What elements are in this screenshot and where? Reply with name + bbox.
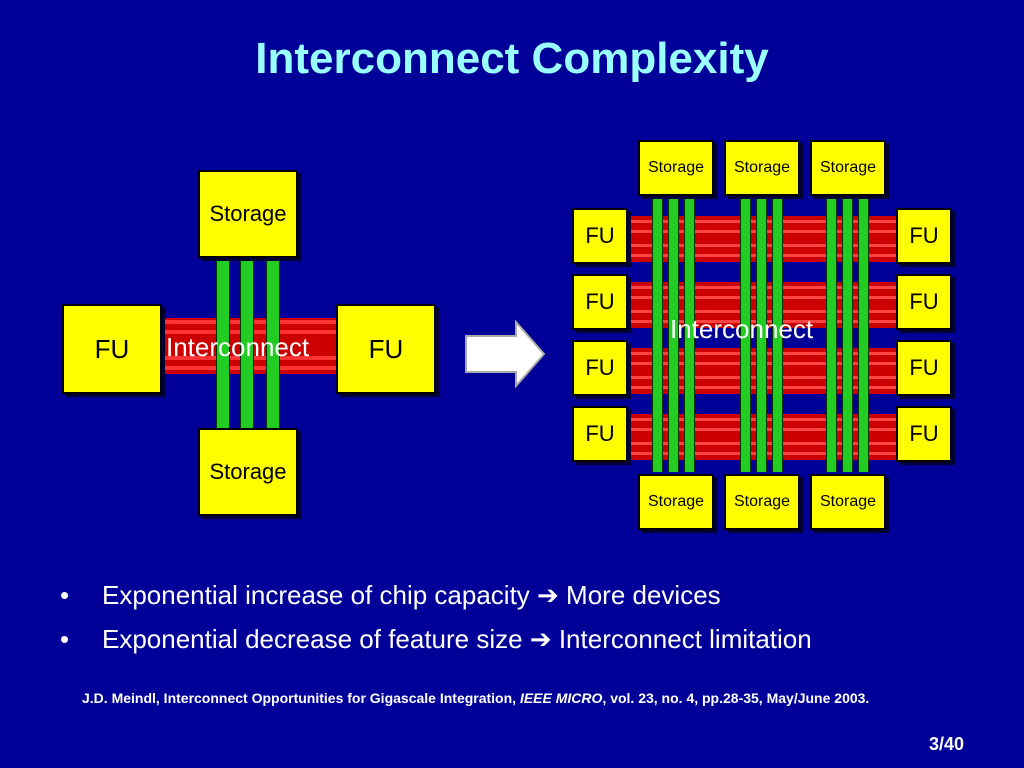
wire <box>842 196 853 472</box>
arrow-right-icon <box>465 320 546 388</box>
citation-suffix: , vol. 23, no. 4, pp.28-35, May/June 200… <box>602 690 870 706</box>
page-number: 3/40 <box>928 734 964 754</box>
wire <box>858 196 869 472</box>
storage-box: Storage <box>198 170 298 258</box>
storage-box: Storage <box>638 474 714 530</box>
wire <box>240 256 254 432</box>
list-item: • Exponential increase of chip capacity … <box>60 576 812 620</box>
citation-journal: IEEE MICRO <box>519 690 603 706</box>
slide-title: Interconnect Complexity <box>255 34 769 83</box>
bullet-text: Exponential decrease of feature size ➔ I… <box>102 624 812 654</box>
storage-box: Storage <box>198 428 298 516</box>
fu-box: FU <box>896 340 952 396</box>
bullet-marker: • <box>60 580 70 610</box>
fu-box: FU <box>572 406 628 462</box>
wire <box>266 256 280 432</box>
interconnect-label: Interconnect <box>670 314 814 344</box>
bullet-marker: • <box>60 624 70 654</box>
fu-box: FU <box>572 340 628 396</box>
wire <box>668 196 679 472</box>
fu-box: FU <box>336 304 436 394</box>
interconnect-label: Interconnect <box>166 332 310 362</box>
wire <box>216 256 230 432</box>
storage-box: Storage <box>810 474 886 530</box>
wire <box>684 196 695 472</box>
bullet-text: Exponential increase of chip capacity ➔ … <box>102 580 721 610</box>
storage-box: Storage <box>724 140 800 196</box>
wire <box>652 196 663 472</box>
list-item: • Exponential decrease of feature size ➔… <box>60 620 812 664</box>
fu-box: FU <box>572 208 628 264</box>
wire <box>772 196 783 472</box>
citation-prefix: J.D. Meindl, Interconnect Opportunities … <box>82 690 520 706</box>
fu-box: FU <box>896 208 952 264</box>
storage-box: Storage <box>810 140 886 196</box>
fu-box: FU <box>896 406 952 462</box>
fu-box: FU <box>896 274 952 330</box>
bullet-list: • Exponential increase of chip capacity … <box>60 576 812 664</box>
wire <box>740 196 751 472</box>
fu-box: FU <box>62 304 162 394</box>
wire <box>756 196 767 472</box>
storage-box: Storage <box>724 474 800 530</box>
storage-box: Storage <box>638 140 714 196</box>
wire <box>826 196 837 472</box>
fu-box: FU <box>572 274 628 330</box>
citation: J.D. Meindl, Interconnect Opportunities … <box>82 688 942 708</box>
